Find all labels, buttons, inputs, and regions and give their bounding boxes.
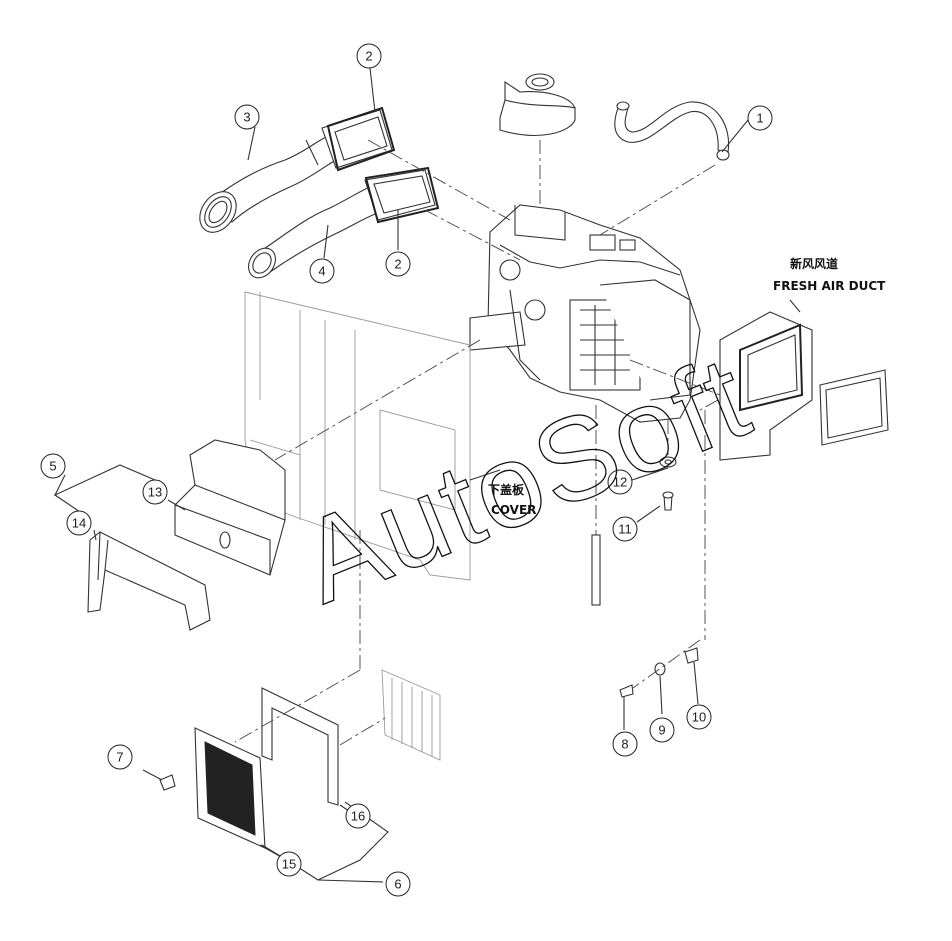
drain-pipe [591,405,601,606]
duct-13 [174,439,286,576]
callout-2a: 2 [356,43,382,69]
top-reservoir [499,73,576,136]
cover-label-cn: 下盖板 [488,482,525,497]
grille [381,669,441,761]
duct-3 [199,106,396,233]
callout-13: 13 [142,479,168,505]
callout-3: 3 [234,104,260,130]
svg-text:13: 13 [148,485,162,500]
watermark: AutoSoft [283,331,767,629]
seal-16 [261,687,339,806]
duct-4 [248,166,440,279]
svg-text:2: 2 [394,257,401,272]
svg-text:9: 9 [658,723,665,738]
callout-2b: 2 [385,251,411,277]
callout-7: 7 [107,744,133,770]
svg-text:11: 11 [618,522,632,537]
svg-text:5: 5 [49,459,56,474]
callout-5: 5 [40,453,66,479]
fresh-air-duct [719,311,889,461]
fresh-air-duct-label-cn: 新风风道 [790,256,838,271]
svg-text:7: 7 [116,750,123,765]
callout-16: 16 [345,803,371,829]
svg-text:2: 2 [365,49,372,64]
callout-11: 11 [612,516,638,542]
callout-6: 6 [385,871,411,897]
callout-1: 1 [747,105,773,131]
svg-text:6: 6 [394,877,401,892]
filter-15 [194,727,266,849]
svg-text:12: 12 [613,475,627,490]
callout-14: 14 [66,510,92,536]
svg-text:15: 15 [282,857,296,872]
svg-text:4: 4 [318,264,325,279]
handle-14 [87,531,211,631]
assembly-lines [234,139,721,746]
small-parts [619,456,699,698]
svg-text:3: 3 [243,110,250,125]
callout-9: 9 [649,717,675,743]
svg-text:8: 8 [621,737,628,752]
hose-1 [614,101,730,161]
hvac-housing [469,204,701,423]
svg-text:16: 16 [351,809,365,824]
svg-text:1: 1 [756,111,763,126]
screw-7 [142,769,176,791]
callout-8: 8 [612,731,638,757]
callout-10: 10 [686,704,712,730]
svg-text:14: 14 [72,516,86,531]
callout-15: 15 [276,851,302,877]
fresh-air-duct-label-en: FRESH AIR DUCT [773,279,886,293]
callout-4: 4 [309,258,335,284]
cover-label-en: COVER [491,503,536,517]
callout-12: 12 [607,469,633,495]
svg-text:10: 10 [692,710,706,725]
